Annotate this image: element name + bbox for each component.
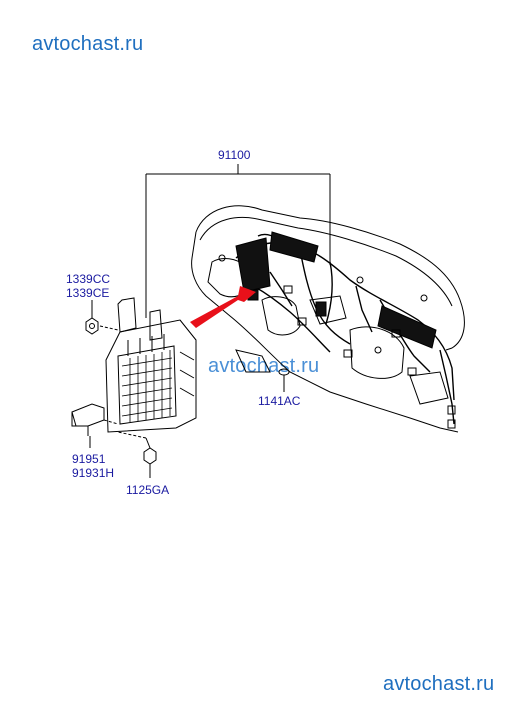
- label-1125ga: 1125GA: [126, 483, 170, 497]
- highlight-arrow: [190, 286, 256, 328]
- bolt-1125ga: [117, 431, 157, 478]
- label-1339cc: 1339CC: [66, 272, 111, 286]
- harness-clips: [218, 254, 456, 429]
- label-91931h: 91931H: [72, 466, 115, 480]
- fuse-grid: [121, 350, 173, 422]
- bracket-91951: [71, 403, 119, 448]
- label-1141ac: 1141AC: [258, 394, 301, 408]
- watermark-bottom: avtochast.ru: [383, 673, 495, 695]
- leader-91100: [145, 164, 331, 318]
- connector-blocks: [235, 231, 437, 349]
- nut-1339: [85, 300, 119, 335]
- label-91951: 91951: [72, 452, 106, 466]
- junction-box: [105, 297, 197, 433]
- clip-1141ac: [278, 368, 290, 392]
- watermark-top: avtochast.ru: [32, 33, 144, 55]
- label-91100: 91100: [218, 148, 251, 162]
- label-1339ce: 1339CE: [66, 286, 110, 300]
- watermark-middle: avtochast.ru: [208, 355, 320, 377]
